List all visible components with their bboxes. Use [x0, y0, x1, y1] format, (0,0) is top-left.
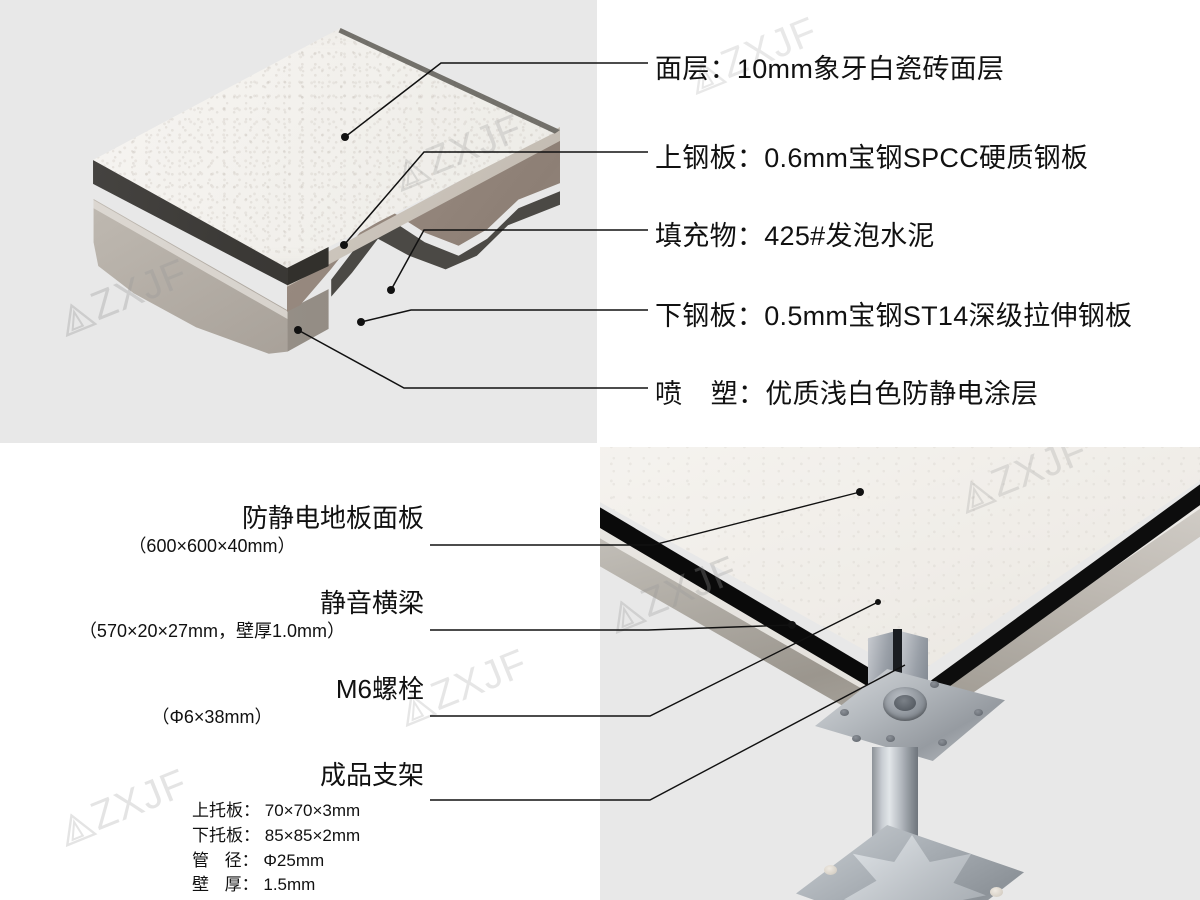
pedestal-spec-list: 上托板： 70×70×3mm 下托板： 85×85×2mm 管径： Φ25mm …	[192, 799, 360, 898]
spec-value: Φ25mm	[263, 850, 325, 870]
label-surface-layer: 面层：10mm象牙白瓷砖面层	[655, 47, 1004, 86]
label-title: 成品支架	[319, 760, 424, 790]
watermark: ZXJF	[682, 9, 825, 102]
triangle-logo-icon	[53, 803, 101, 857]
watermark: ZXJF	[392, 641, 535, 734]
floor-corner-illustration	[600, 447, 1200, 900]
label-filler: 填充物：425#发泡水泥	[655, 214, 935, 253]
label-key: 上钢板：	[655, 143, 765, 173]
label-pedestal: 成品支架	[0, 760, 424, 790]
top-plate-hole	[930, 681, 939, 688]
top-plate-hole	[886, 735, 895, 742]
spec-key: 管	[192, 850, 209, 870]
top-plate-hole	[974, 709, 983, 716]
triangle-logo-icon	[393, 683, 441, 737]
label-dimensions: （600×600×40mm）	[128, 535, 296, 556]
spec-row: 上托板： 70×70×3mm	[192, 799, 360, 824]
spec-key: 壁	[192, 875, 209, 895]
label-title: 静音横梁	[319, 588, 424, 618]
top-plate-hole	[840, 709, 849, 716]
spec-row: 下托板： 85×85×2mm	[192, 824, 360, 849]
spec-value: 70×70×3mm	[264, 801, 361, 820]
panel-cutaway-photo: ZXJF ZXJF	[0, 0, 597, 443]
label-key: 填充物：	[655, 221, 765, 251]
watermark-text: ZXJF	[424, 640, 534, 719]
label-m6-bolt: M6螺栓 （Φ6×38mm）	[0, 674, 424, 727]
label-dimensions: （570×20×27mm，壁厚1.0mm）	[78, 620, 346, 641]
triangle-logo-icon	[683, 51, 731, 105]
spec-key: 径：	[224, 850, 259, 870]
base-plate-hole	[824, 865, 837, 875]
label-lower-steel-plate: 下钢板：0.5mm宝钢ST14深级拉伸钢板	[655, 294, 1132, 333]
watermark: ZXJF	[952, 447, 1095, 520]
label-value: 0.5mm宝钢ST14深级拉伸钢板	[764, 301, 1133, 331]
pedestal-assembly-photo: ZXJF ZXJF	[600, 447, 1200, 900]
label-spray-coating: 喷塑：优质浅白色防静电涂层	[655, 372, 1038, 411]
label-floor-panel: 防静电地板面板 （600×600×40mm）	[0, 503, 424, 556]
spec-key: 厚：	[224, 875, 259, 895]
base-plate-hole	[990, 887, 1003, 897]
triangle-logo-icon	[953, 470, 1001, 524]
label-title: M6螺栓	[335, 674, 424, 704]
label-title: 防静电地板面板	[241, 503, 424, 533]
label-silent-stringer: 静音横梁 （570×20×27mm，壁厚1.0mm）	[0, 588, 424, 641]
label-dimensions: （Φ6×38mm）	[151, 706, 273, 727]
pedestal-bolt-hole	[894, 695, 916, 711]
watermark: ZXJF	[52, 761, 195, 854]
triangle-logo-icon	[53, 293, 101, 347]
label-value: 425#发泡水泥	[764, 221, 935, 251]
spec-value: 85×85×2mm	[264, 825, 361, 845]
spec-row: 壁厚： 1.5mm	[192, 873, 360, 898]
label-key: 面层：	[655, 54, 737, 84]
label-key: 下钢板：	[655, 301, 765, 331]
label-value: 10mm象牙白瓷砖面层	[736, 54, 1005, 84]
raised-floor-panel-illustration	[0, 0, 597, 443]
label-value: 优质浅白色防静电涂层	[765, 379, 1039, 409]
label-key: 喷	[655, 379, 683, 409]
label-upper-steel-plate: 上钢板：0.6mm宝钢SPCC硬质钢板	[655, 136, 1088, 175]
label-key: 塑：	[710, 379, 766, 409]
top-plate-hole	[938, 739, 947, 746]
spec-value: 1.5mm	[263, 875, 316, 895]
watermark: ZXJF	[52, 251, 195, 344]
spec-row: 管径： Φ25mm	[192, 849, 360, 874]
spec-key: 下托板：	[192, 825, 260, 845]
top-plate-hole	[852, 735, 861, 742]
label-value: 0.6mm宝钢SPCC硬质钢板	[764, 143, 1089, 173]
spec-key: 上托板：	[192, 801, 260, 820]
